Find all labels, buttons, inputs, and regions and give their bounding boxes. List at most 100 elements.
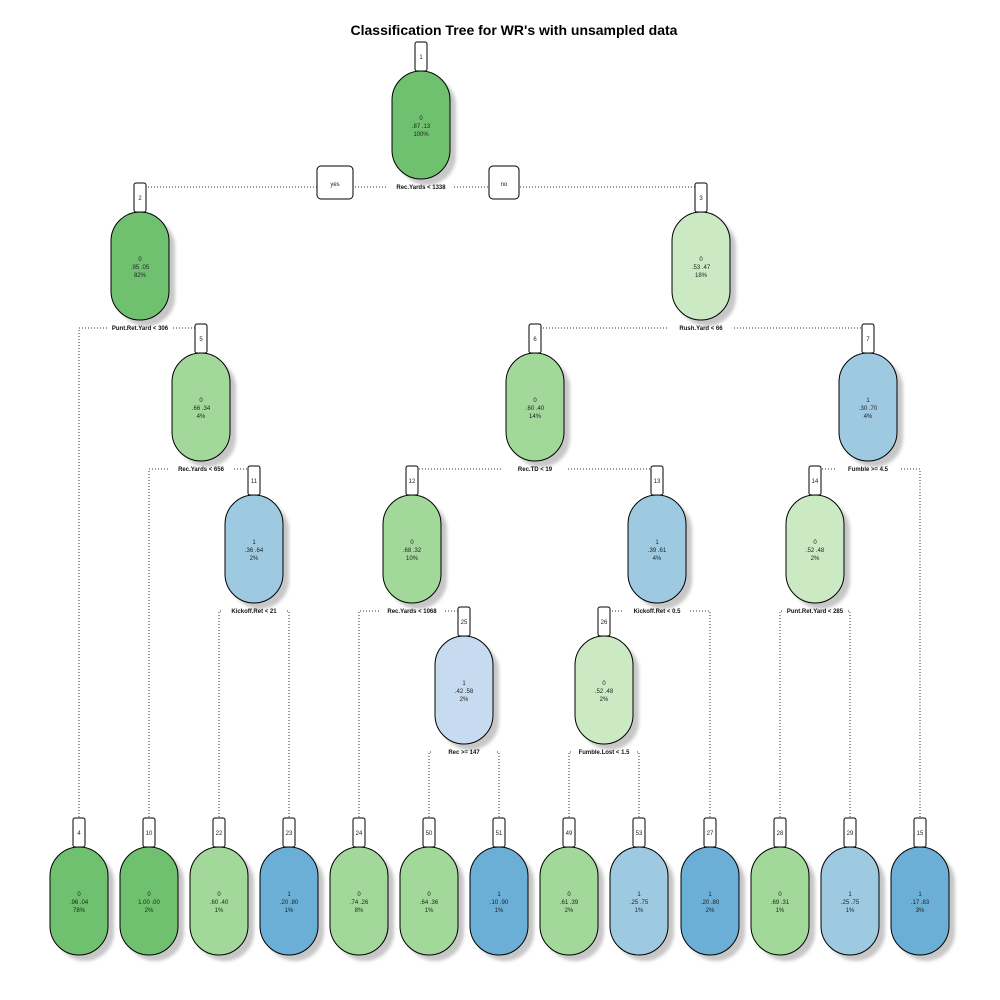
- node-percent: 4%: [197, 414, 206, 420]
- node-id-tag: 24: [352, 817, 366, 848]
- node-percent: 2%: [706, 908, 715, 914]
- edge-7: [814, 468, 921, 835]
- node-split-rule: Rec.TD < 19: [518, 467, 553, 473]
- node-id-tag: 49: [562, 817, 576, 848]
- node-id: 13: [654, 479, 661, 485]
- tree-node-29: 291.25 .751%: [820, 817, 885, 961]
- node-id-tag: 4: [72, 817, 86, 848]
- node-class: 1: [462, 681, 466, 687]
- node-split-rule: Rec.Yards < 1338: [396, 185, 446, 191]
- tree-node-50: 500.64 .361%: [399, 817, 464, 961]
- node-id-tag: 12: [405, 465, 419, 496]
- node-id-tag: 50: [422, 817, 436, 848]
- tree-node-11: 111.36 .642%Kickoff.Ret < 21: [224, 465, 289, 615]
- tree-node-22: 220.60 .401%: [189, 817, 254, 961]
- node-id: 14: [812, 479, 819, 485]
- node-id-tag: 2: [133, 182, 147, 213]
- node-percent: 82%: [134, 273, 147, 279]
- node-class: 1: [287, 892, 291, 898]
- yes-label: yes: [330, 182, 339, 188]
- node-id: 1: [419, 55, 423, 61]
- no-label: no: [501, 182, 508, 188]
- node-probs: .60 .40: [526, 406, 545, 412]
- node-class: 1: [637, 892, 641, 898]
- node-id: 28: [777, 831, 784, 837]
- tree-node-28: 280.69 .311%: [750, 817, 815, 961]
- node-split-rule: Rec >= 147: [448, 750, 480, 756]
- node-probs: .52 .48: [595, 689, 614, 695]
- node-probs: .61 .39: [560, 900, 579, 906]
- node-id-tag: 26: [597, 606, 611, 637]
- node-percent: 1%: [495, 908, 504, 914]
- node-class: 0: [199, 398, 203, 404]
- node-id-tag: 22: [212, 817, 226, 848]
- node-probs: .30 .70: [859, 406, 878, 412]
- node-percent: 14%: [529, 414, 542, 420]
- node-percent: 4%: [864, 414, 873, 420]
- node-percent: 10%: [406, 556, 419, 562]
- node-id: 27: [707, 831, 714, 837]
- node-probs: .74 .26: [350, 900, 369, 906]
- node-percent: 1%: [215, 908, 224, 914]
- node-class: 1: [497, 892, 501, 898]
- tree-node-25: 251.42 .582%Rec >= 147: [434, 606, 499, 756]
- no-branch-label: no: [488, 165, 520, 200]
- node-percent: 2%: [460, 697, 469, 703]
- node-percent: 1%: [635, 908, 644, 914]
- tree-node-15: 151.17 .833%: [890, 817, 955, 961]
- tree-node-5: 50.66 .344%Rec.Yards < 656: [171, 323, 236, 473]
- node-percent: 78%: [73, 908, 86, 914]
- node-id: 5: [199, 337, 203, 343]
- node-id: 10: [146, 831, 153, 837]
- node-id-tag: 11: [247, 465, 261, 496]
- node-probs: .10 .90: [490, 900, 509, 906]
- node-probs: .69 .31: [771, 900, 790, 906]
- node-percent: 4%: [653, 556, 662, 562]
- node-class: 0: [77, 892, 81, 898]
- node-probs: .64 .36: [420, 900, 439, 906]
- node-class: 0: [567, 892, 571, 898]
- tree-node-3: 3 0 .53 .47 18% Rush.Yard < 66: [671, 182, 736, 332]
- tree-node-51: 51 1 .10 .90 1%: [469, 817, 534, 961]
- node-percent: 3%: [916, 908, 925, 914]
- node-percent: 18%: [695, 273, 708, 279]
- node-class: 1: [866, 398, 870, 404]
- node-split-rule: Fumble >= 4.5: [848, 467, 889, 473]
- node-id-tag: 13: [650, 465, 664, 496]
- edge-26: [568, 751, 640, 835]
- tree-node-27: 271.20 .802%: [680, 817, 745, 961]
- edge-25: [428, 751, 500, 835]
- node-split-rule: Rush.Yard < 66: [679, 326, 723, 332]
- node-id: 26: [601, 620, 608, 626]
- node-id-tag: 27: [703, 817, 717, 848]
- node-percent: 2%: [811, 556, 820, 562]
- node-id-tag: 15: [913, 817, 927, 848]
- node-id: 23: [286, 831, 293, 837]
- node-id: 7: [866, 337, 870, 343]
- node-percent: 2%: [145, 908, 154, 914]
- tree-node-7: 7 1 .30 .70 4% Fumble >= 4.5: [838, 323, 903, 473]
- node-id: 49: [566, 831, 573, 837]
- node-split-rule: Kickoff.Ret < 21: [231, 609, 277, 615]
- node-probs: .68 .32: [403, 548, 422, 554]
- node-class: 0: [357, 892, 361, 898]
- node-id: 50: [426, 831, 433, 837]
- edge-5: [148, 468, 255, 835]
- node-class: 0: [699, 257, 703, 263]
- node-probs: .53 .47: [692, 265, 711, 271]
- node-class: 1: [848, 892, 852, 898]
- node-id-tag: 3: [694, 182, 708, 213]
- node-class: 0: [813, 540, 817, 546]
- tree-edges: yes no: [78, 165, 921, 835]
- tree-node-53: 531.25 .751%: [609, 817, 674, 961]
- node-id: 6: [533, 337, 537, 343]
- node-split-rule: Fumble.Lost < 1.5: [579, 750, 631, 756]
- node-class: 0: [427, 892, 431, 898]
- node-class: 0: [410, 540, 414, 546]
- node-id-tag: 1: [414, 41, 428, 72]
- node-probs: .17 .83: [911, 900, 930, 906]
- node-percent: 2%: [565, 908, 574, 914]
- node-id-tag: 51: [492, 817, 506, 848]
